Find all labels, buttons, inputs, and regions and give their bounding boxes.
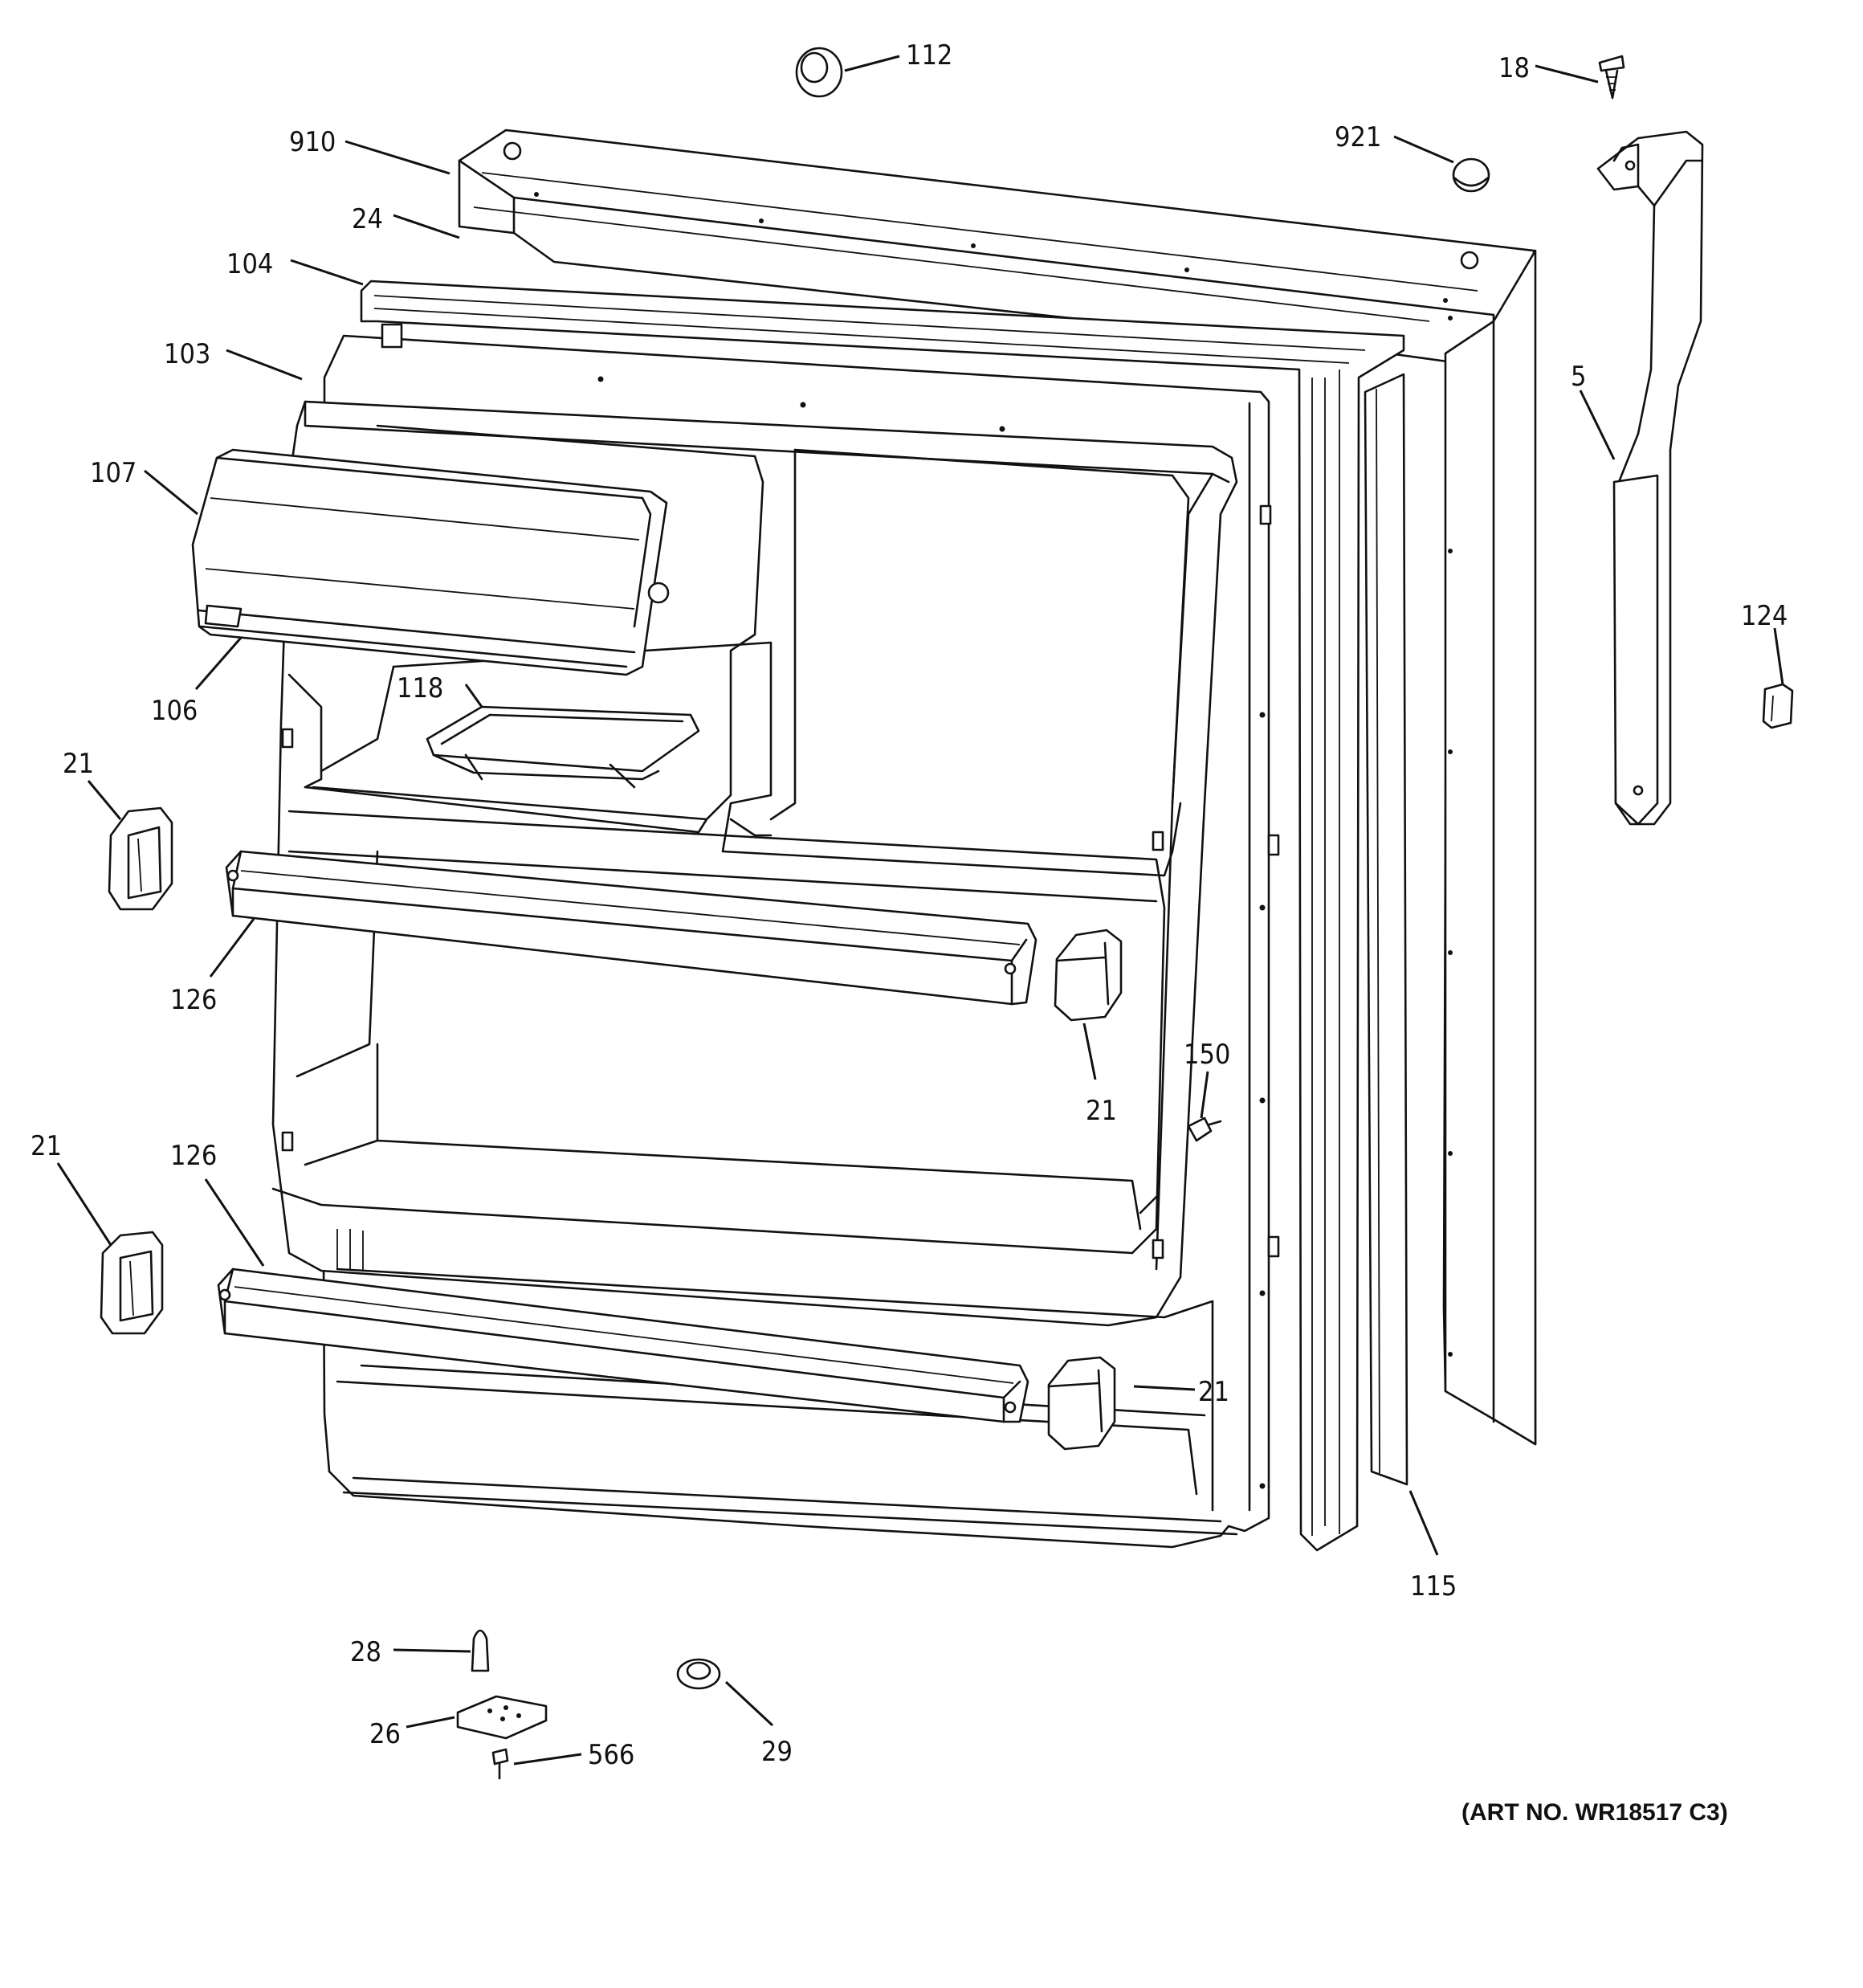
door-shelf-upper	[225, 850, 1037, 1006]
art-number: (ART NO. WR18517 C3)	[1461, 1799, 1728, 1826]
callout-126-upper: 126	[170, 984, 217, 1016]
callout-921: 921	[1335, 121, 1381, 153]
callout-29: 29	[761, 1736, 793, 1768]
plug-921	[1452, 157, 1490, 193]
callout-21-upper-left: 21	[63, 748, 94, 780]
callout-150: 150	[1184, 1039, 1230, 1071]
shelf-end-cap-upper-right	[1054, 929, 1123, 1022]
screw-18	[1598, 55, 1625, 100]
shelf-end-cap-lower-right	[1047, 1356, 1116, 1451]
callout-18: 18	[1498, 52, 1530, 84]
door-gasket	[360, 280, 1405, 1552]
callout-107: 107	[90, 457, 137, 489]
callout-106: 106	[151, 695, 198, 727]
screw-150	[1187, 1116, 1222, 1142]
callout-28: 28	[350, 1636, 381, 1668]
dairy-door	[191, 448, 670, 676]
callout-21-upper-right: 21	[1086, 1095, 1117, 1127]
spacer-29	[676, 1658, 721, 1690]
pin-28	[471, 1629, 490, 1672]
leader-lines	[56, 55, 1784, 1766]
callout-126-lower: 126	[170, 1140, 217, 1172]
callout-910: 910	[289, 126, 336, 158]
callout-124: 124	[1741, 600, 1788, 632]
callout-21-lower-right: 21	[1198, 1376, 1229, 1408]
screw-566	[491, 1748, 509, 1780]
callout-104: 104	[226, 248, 273, 280]
plug-112	[795, 47, 843, 98]
breaker-strip	[1364, 373, 1408, 1486]
callout-566: 566	[588, 1739, 634, 1771]
callout-labels: 112 18 910 921 24 104 103 5 107 124 106 …	[31, 39, 1788, 1771]
butter-shelf	[426, 705, 700, 789]
callout-26: 26	[369, 1718, 401, 1750]
callout-21-lower-left: 21	[31, 1130, 62, 1162]
shelf-end-cap-upper-left	[108, 806, 173, 911]
clip-124	[1762, 683, 1794, 729]
bracket-26	[456, 1695, 548, 1740]
callout-118: 118	[397, 672, 443, 704]
callout-5: 5	[1571, 361, 1586, 393]
outer-door-panel	[458, 129, 1537, 1446]
callout-115: 115	[1410, 1570, 1457, 1602]
door-shelf-lower	[217, 1268, 1029, 1423]
door-handle	[1596, 130, 1704, 826]
shelf-end-cap-lower-left	[100, 1231, 164, 1335]
callout-103: 103	[164, 338, 210, 370]
callout-112: 112	[906, 39, 952, 71]
callout-24: 24	[352, 203, 383, 235]
